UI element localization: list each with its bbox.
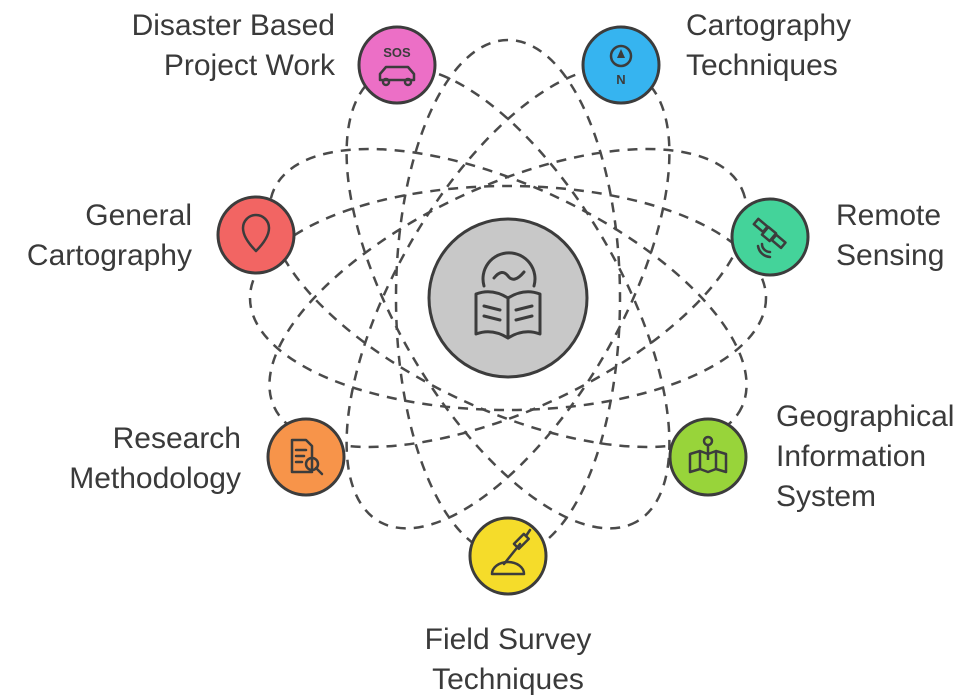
label-disaster-based-project-work: Disaster Based Project Work bbox=[132, 6, 335, 86]
orbit-ellipse bbox=[268, 147, 748, 449]
label-line: Geographical bbox=[776, 400, 955, 433]
label-line: Project Work bbox=[163, 49, 335, 82]
node-research-methodology bbox=[266, 417, 346, 497]
compass-icon: N bbox=[609, 44, 633, 87]
label-general-cartography: General Cartography bbox=[27, 196, 192, 276]
label-line: Information bbox=[776, 440, 927, 473]
label-line: Methodology bbox=[69, 462, 241, 495]
node-geographical-information-system bbox=[668, 417, 748, 497]
label-remote-sensing: Remote Sensing bbox=[836, 196, 944, 276]
label-line: Sensing bbox=[836, 239, 945, 272]
document-search-icon bbox=[290, 438, 324, 476]
label-line: System bbox=[776, 480, 877, 513]
label-line: Techniques bbox=[432, 663, 584, 696]
sos-car-icon: SOS bbox=[378, 45, 416, 87]
central-hub bbox=[427, 217, 589, 379]
satellite-icon bbox=[752, 217, 787, 259]
node-disaster-based-project-work: SOS bbox=[357, 25, 437, 105]
label-line: Disaster Based bbox=[131, 9, 335, 42]
svg-text:SOS: SOS bbox=[383, 45, 411, 60]
label-line: Field Survey bbox=[424, 623, 592, 656]
label-line: Cartography bbox=[26, 239, 192, 272]
node-general-cartography bbox=[216, 195, 296, 275]
label-line: Research bbox=[112, 422, 241, 455]
label-geographical-information-system: Geographical Information System bbox=[776, 397, 954, 517]
label-research-methodology: Research Methodology bbox=[69, 419, 241, 499]
node-cartography-techniques: N bbox=[581, 25, 661, 105]
globe-book-icon bbox=[474, 251, 542, 340]
label-line: Cartography bbox=[686, 9, 852, 42]
node-remote-sensing bbox=[730, 197, 810, 277]
svg-text:N: N bbox=[616, 72, 625, 87]
location-pin-icon bbox=[241, 213, 271, 253]
label-line: Techniques bbox=[686, 49, 838, 82]
label-line: Remote bbox=[836, 199, 942, 232]
label-field-survey-techniques: Field Survey Techniques bbox=[358, 620, 658, 700]
orbit-ellipse bbox=[268, 147, 748, 449]
orbit-ellipse bbox=[248, 184, 768, 412]
telescope-icon bbox=[490, 528, 532, 576]
label-line: General bbox=[85, 199, 192, 232]
node-field-survey-techniques bbox=[468, 516, 548, 596]
map-pin-icon bbox=[688, 435, 728, 474]
label-cartography-techniques: Cartography Techniques bbox=[686, 6, 851, 86]
